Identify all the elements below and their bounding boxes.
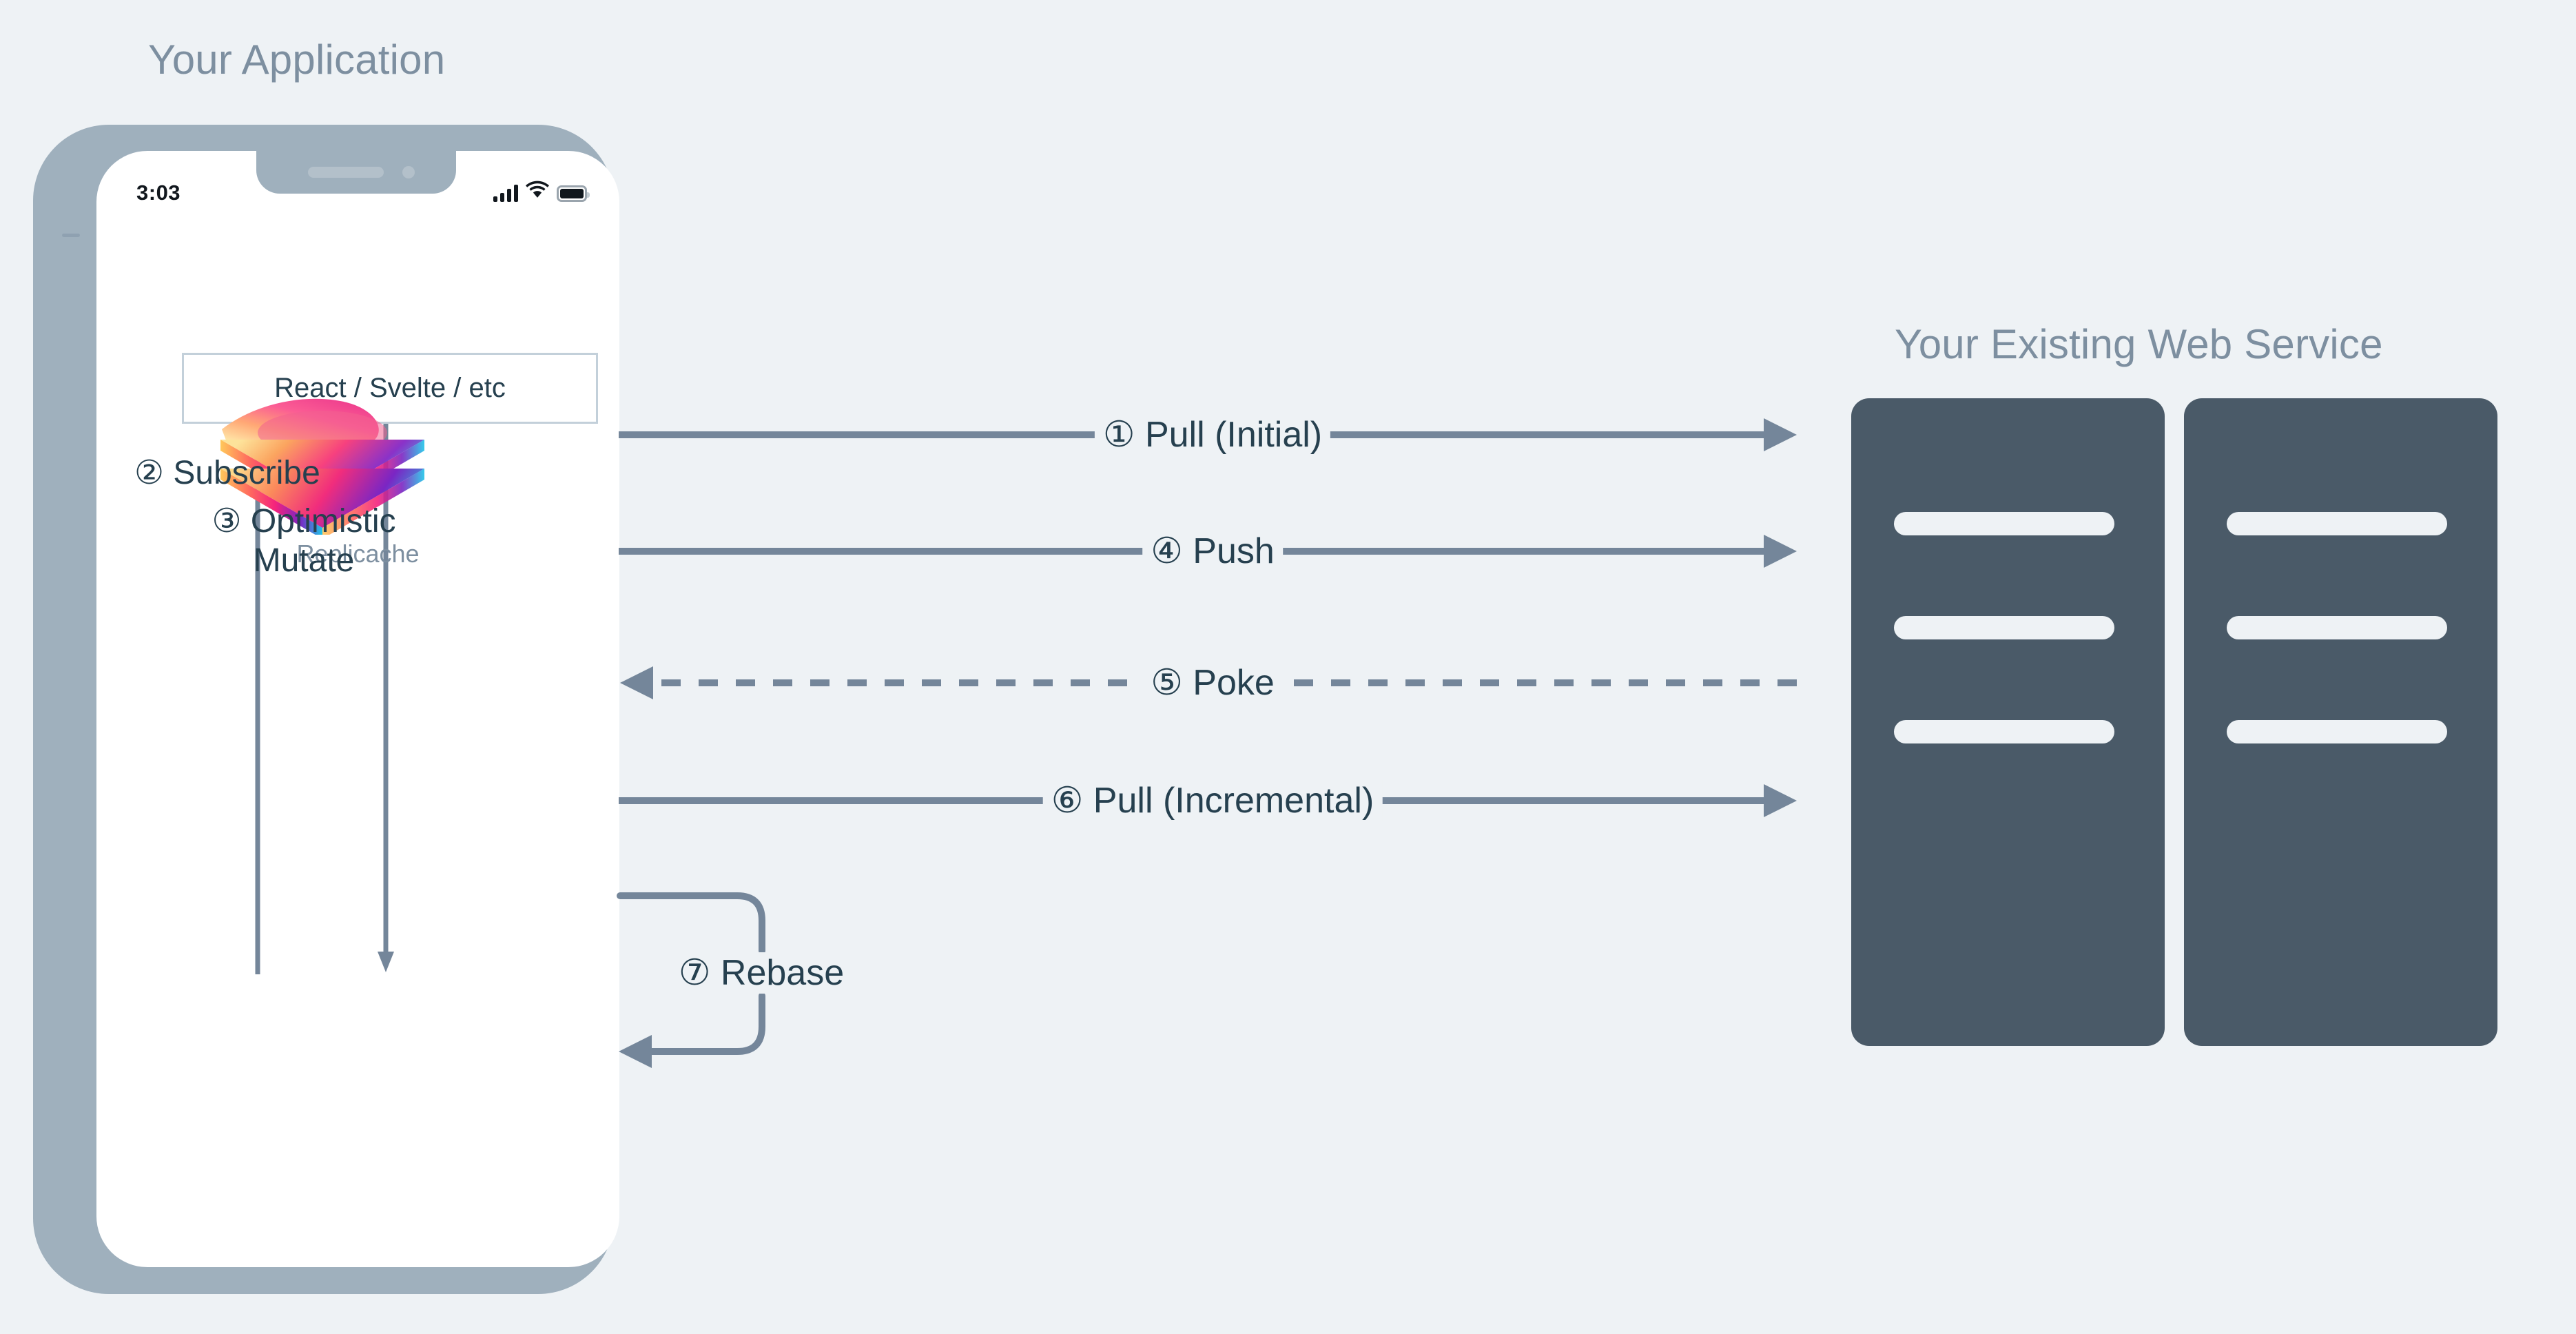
step-2-number: ② (134, 455, 165, 491)
step-3-optimistic-mutate-label: ③ Optimistic Mutate (197, 502, 411, 580)
phone-internal-arrows (249, 424, 394, 974)
status-bar-icons (493, 178, 590, 202)
flow-label-pull-incremental: ⑥ Pull (Incremental) (1042, 780, 1383, 821)
step-2-subscribe-label: ② Subscribe (134, 454, 320, 493)
server-slot (2227, 616, 2447, 639)
phone-notch (256, 151, 456, 194)
signal-bars-icon (493, 184, 518, 202)
flow-label-poke: ⑤ Poke (1142, 662, 1283, 704)
server-rack-1 (1851, 398, 2165, 1046)
server-rack-2 (2184, 398, 2497, 1046)
step-2-text: Subscribe (173, 455, 320, 491)
phone-mockup: 3:03 React / Svelte / etc (33, 125, 619, 1294)
flow-label-rebase: ⑦ Rebase (670, 952, 853, 994)
phone-screen: 3:03 React / Svelte / etc (96, 151, 619, 1267)
step-3-text-line2: Mutate (253, 542, 355, 579)
server-slot (2227, 720, 2447, 743)
framework-box: React / Svelte / etc (182, 353, 598, 424)
earpiece-speaker-icon (308, 167, 384, 178)
server-slot (1894, 616, 2114, 639)
wifi-icon (526, 181, 549, 202)
step-3-number: ③ (212, 503, 242, 540)
front-camera-icon (402, 166, 415, 178)
battery-icon (557, 185, 590, 202)
step-3-text-line1: Optimistic (250, 503, 396, 540)
flow-label-pull-initial: ① Pull (Initial) (1094, 414, 1331, 455)
replicache-logo (220, 398, 424, 535)
status-bar-time: 3:03 (136, 181, 181, 205)
replicache-label: Replicache (296, 540, 420, 568)
your-application-title: Your Application (148, 37, 446, 83)
server-slot (1894, 720, 2114, 743)
server-slot (1894, 512, 2114, 535)
server-slot (2227, 512, 2447, 535)
flow-label-push: ④ Push (1142, 531, 1283, 572)
your-existing-web-service-title: Your Existing Web Service (1895, 321, 2383, 367)
framework-box-label: React / Svelte / etc (274, 373, 506, 403)
phone-side-button-icon (62, 234, 80, 237)
